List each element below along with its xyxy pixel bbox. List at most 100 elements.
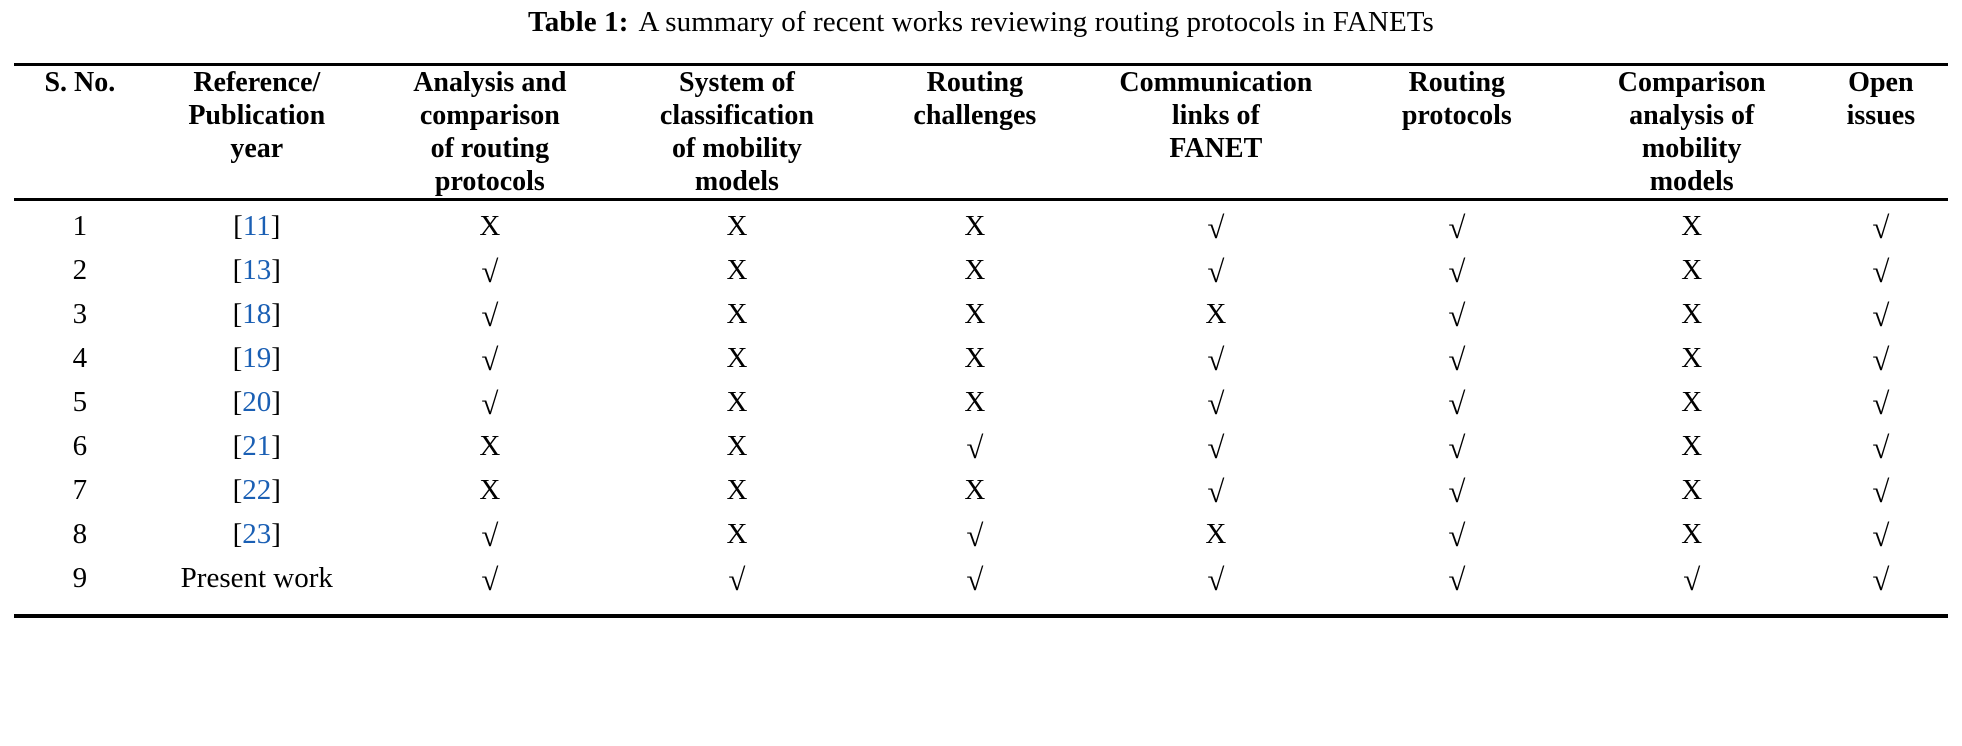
cell-cross-mark: X (862, 344, 1088, 388)
cell-check-mark: √ (1344, 476, 1570, 520)
check-icon: √ (1448, 518, 1466, 554)
summary-table: S. No. Reference/ Publication year Analy… (14, 66, 1948, 198)
cell-cross-mark: X (1570, 388, 1814, 432)
reference-citation-link[interactable]: [20] (146, 388, 368, 432)
cell-cross-mark: X (1570, 201, 1814, 256)
bracket-open: [ (232, 518, 243, 551)
cross-icon: X (726, 210, 748, 243)
cross-icon: X (964, 386, 986, 419)
bracket-close: ] (271, 474, 281, 507)
reference-number[interactable]: 11 (242, 210, 271, 243)
reference-number[interactable]: 22 (242, 474, 272, 507)
reference-number[interactable]: 21 (242, 430, 272, 463)
header-line: year (230, 133, 284, 165)
column-header-sno: S. No. (14, 66, 146, 198)
cell-check-mark: √ (1814, 476, 1948, 520)
header-line: Routing (926, 67, 1024, 98)
bracket-open: [ (232, 386, 243, 419)
caption-label: Table 1: (528, 6, 629, 38)
cross-icon: X (964, 342, 986, 375)
check-icon: √ (1448, 342, 1466, 378)
check-icon: √ (1207, 562, 1225, 598)
check-icon: √ (1207, 474, 1225, 510)
cross-icon: X (726, 298, 748, 331)
cell-check-mark: √ (1088, 344, 1344, 388)
cell-check-mark: √ (1344, 564, 1570, 614)
check-icon: √ (481, 298, 499, 334)
check-icon: √ (1872, 430, 1890, 466)
cell-check-mark: √ (1344, 432, 1570, 476)
reference-number[interactable]: 20 (242, 386, 272, 419)
cell-check-mark: √ (1814, 388, 1948, 432)
header-line: Communication (1119, 67, 1313, 98)
table-caption: Table 1: A summary of recent works review… (14, 0, 1948, 47)
cell-check-mark: √ (1088, 256, 1344, 300)
check-icon: √ (1207, 386, 1225, 422)
reference-number[interactable]: 23 (242, 518, 272, 551)
check-icon: √ (1207, 342, 1225, 378)
cell-serial-number: 4 (72, 342, 88, 375)
reference-citation-link[interactable]: [22] (146, 476, 368, 520)
cross-icon: X (1681, 518, 1703, 551)
cross-icon: X (1205, 298, 1227, 331)
reference-citation-link[interactable]: [23] (146, 520, 368, 564)
reference-number[interactable]: 18 (242, 298, 272, 331)
cell-check-mark: √ (1088, 564, 1344, 614)
bracket-open: [ (232, 298, 243, 331)
reference-citation-link[interactable]: [19] (146, 344, 368, 388)
check-icon: √ (1448, 298, 1466, 334)
header-line: links of (1171, 100, 1260, 132)
header-line: analysis of (1629, 100, 1755, 132)
column-header-open-issues: Open issues (1814, 66, 1948, 198)
table-bottomrule (14, 614, 1948, 619)
cell-serial-number: 7 (72, 474, 88, 507)
cell-cross-mark: X (1570, 476, 1814, 520)
check-icon: √ (481, 518, 499, 554)
bracket-close: ] (271, 342, 281, 375)
caption-text: A summary of recent works reviewing rout… (638, 6, 1434, 38)
cross-icon: X (1681, 342, 1703, 375)
bracket-open: [ (232, 254, 243, 287)
cell-check-mark: √ (1088, 388, 1344, 432)
cell-cross-mark: X (612, 256, 862, 300)
check-icon: √ (1207, 430, 1225, 466)
cell-serial-number: 9 (72, 562, 88, 595)
cell-cross-mark: X (862, 201, 1088, 256)
cell-cross-mark: X (612, 432, 862, 476)
check-icon: √ (1872, 210, 1890, 246)
bracket-close: ] (271, 386, 281, 419)
check-icon: √ (1448, 562, 1466, 598)
reference-citation-link[interactable]: [21] (146, 432, 368, 476)
reference-citation-link[interactable]: [18] (146, 300, 368, 344)
cell-check-mark: √ (1814, 344, 1948, 388)
cross-icon: X (726, 386, 748, 419)
cell-cross-mark: X (1570, 432, 1814, 476)
cell-cross-mark: X (612, 201, 862, 256)
check-icon: √ (1872, 518, 1890, 554)
reference-number[interactable]: 13 (242, 254, 272, 287)
cell-cross-mark: X (612, 476, 862, 520)
table-toprule (14, 63, 1948, 66)
cell-cross-mark: X (368, 432, 612, 476)
cross-icon: X (479, 430, 501, 463)
check-icon: √ (966, 562, 984, 598)
cell-cross-mark: X (612, 300, 862, 344)
cell-check-mark: √ (1344, 388, 1570, 432)
cross-icon: X (1681, 254, 1703, 287)
column-header-comparison-mobility: Comparison analysis of mobility models (1570, 66, 1814, 198)
check-icon: √ (1872, 298, 1890, 334)
cell-check-mark: √ (1814, 201, 1948, 256)
reference-number[interactable]: 19 (242, 342, 272, 375)
cell-serial-number: 5 (72, 386, 88, 419)
cell-cross-mark: X (612, 344, 862, 388)
reference-citation-link[interactable]: [13] (146, 256, 368, 300)
reference-citation-link[interactable]: [11] (146, 201, 368, 256)
check-icon: √ (1872, 386, 1890, 422)
cell-cross-mark: X (368, 201, 612, 256)
check-icon: √ (1872, 474, 1890, 510)
cell-check-mark: √ (1344, 256, 1570, 300)
